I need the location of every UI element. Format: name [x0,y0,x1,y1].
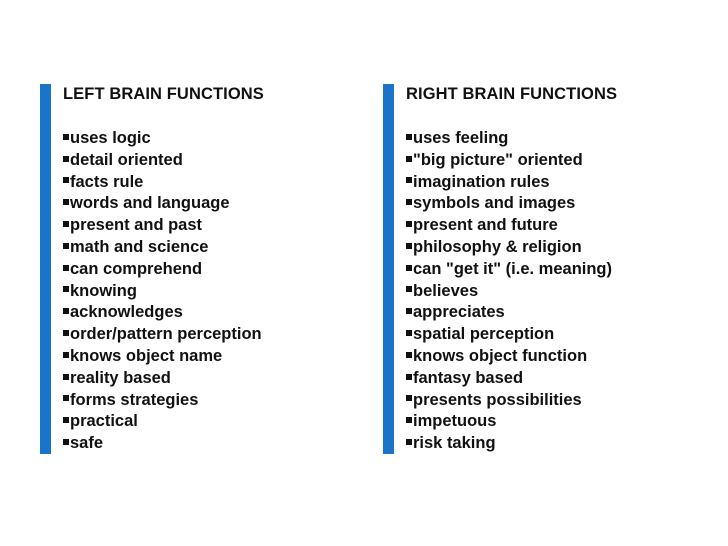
list-item-label: "big picture" oriented [413,150,583,169]
list-item-label: present and future [413,216,558,235]
list-item-label: forms strategies [70,390,199,409]
list-item: philosophy & religion [406,237,612,259]
square-bullet-icon [63,242,69,249]
list-item: spatial perception [406,324,612,346]
list-item: present and past [63,215,262,237]
left-column-content: LEFT BRAIN FUNCTIONS uses logic detail or… [63,84,363,452]
square-bullet-icon [63,286,69,293]
list-item: appreciates [406,302,612,324]
list-item: uses logic [63,128,262,150]
list-item: can comprehend [63,259,262,281]
right-column-title: RIGHT BRAIN FUNCTIONS [406,85,618,103]
list-item-label: imagination rules [413,172,550,191]
square-bullet-icon [63,395,69,402]
square-bullet-icon [63,308,69,315]
square-bullet-icon [406,417,412,424]
list-item-label: math and science [70,237,209,256]
square-bullet-icon [63,417,69,424]
list-item-label: reality based [70,368,171,387]
square-bullet-icon [63,155,69,162]
square-bullet-icon [63,351,69,358]
list-item: math and science [63,237,262,259]
list-item: impetuous [406,411,612,433]
list-item-label: knows object function [413,346,588,365]
list-item-label: symbols and images [413,194,576,213]
list-item-label: knows object name [70,346,223,365]
list-item: symbols and images [406,193,612,215]
list-item: fantasy based [406,368,612,390]
list-item-label: believes [413,281,479,300]
list-item-label: can comprehend [70,259,203,278]
square-bullet-icon [406,177,412,184]
list-item-label: fantasy based [413,368,524,387]
list-item-label: words and language [70,194,230,213]
list-item: present and future [406,215,612,237]
list-item-label: uses logic [70,129,151,147]
list-item: acknowledges [63,302,262,324]
list-item-label: present and past [70,216,203,235]
square-bullet-icon [406,439,412,446]
list-item-label: safe [70,434,104,453]
list-item-label: appreciates [413,303,505,322]
list-item: words and language [63,193,262,215]
list-item-label: philosophy & religion [413,237,582,256]
square-bullet-icon [406,264,412,271]
square-bullet-icon [63,199,69,206]
right-accent-bar [383,84,394,454]
right-item-list: uses feeling "big picture" oriented imagin… [406,128,612,455]
square-bullet-icon [406,308,412,315]
list-item: presents possibilities [406,390,612,412]
square-bullet-icon [406,330,412,337]
square-bullet-icon [63,221,69,228]
square-bullet-icon [63,133,69,140]
square-bullet-icon [63,439,69,446]
list-item-label: impetuous [413,412,497,431]
list-item-label: risk taking [413,434,496,453]
list-item-label: presents possibilities [413,390,582,409]
square-bullet-icon [63,264,69,271]
list-item: imagination rules [406,172,612,194]
list-item: knows object function [406,346,612,368]
list-item-label: order/pattern perception [70,325,262,344]
list-item: uses feeling [406,128,612,150]
list-item: reality based [63,368,262,390]
square-bullet-icon [63,330,69,337]
left-item-list: uses logic detail oriented facts rule words… [63,128,262,455]
list-item: facts rule [63,172,262,194]
left-accent-bar [40,84,51,454]
square-bullet-icon [406,155,412,162]
list-item: order/pattern perception [63,324,262,346]
left-column-title: LEFT BRAIN FUNCTIONS [63,85,264,103]
list-item: believes [406,281,612,303]
square-bullet-icon [406,286,412,293]
list-item: practical [63,411,262,433]
square-bullet-icon [406,133,412,140]
square-bullet-icon [406,221,412,228]
list-item-label: spatial perception [413,325,555,344]
list-item-label: detail oriented [70,150,183,169]
square-bullet-icon [406,199,412,206]
square-bullet-icon [406,373,412,380]
square-bullet-icon [406,242,412,249]
list-item: knows object name [63,346,262,368]
list-item: detail oriented [63,150,262,172]
list-item-label: uses feeling [413,129,509,147]
square-bullet-icon [406,395,412,402]
list-item-label: practical [70,412,138,431]
square-bullet-icon [406,351,412,358]
square-bullet-icon [63,177,69,184]
list-item: "big picture" oriented [406,150,612,172]
list-item: risk taking [406,433,612,455]
square-bullet-icon [63,373,69,380]
list-item-label: acknowledges [70,303,183,322]
list-item: safe [63,433,262,455]
list-item: knowing [63,281,262,303]
list-item-label: can "get it" (i.e. meaning) [413,259,613,278]
list-item: forms strategies [63,390,262,412]
right-column-content: RIGHT BRAIN FUNCTIONS uses feeling "big p… [406,84,706,452]
list-item-label: knowing [70,281,137,300]
list-item: can "get it" (i.e. meaning) [406,259,612,281]
list-item-label: facts rule [70,172,144,191]
